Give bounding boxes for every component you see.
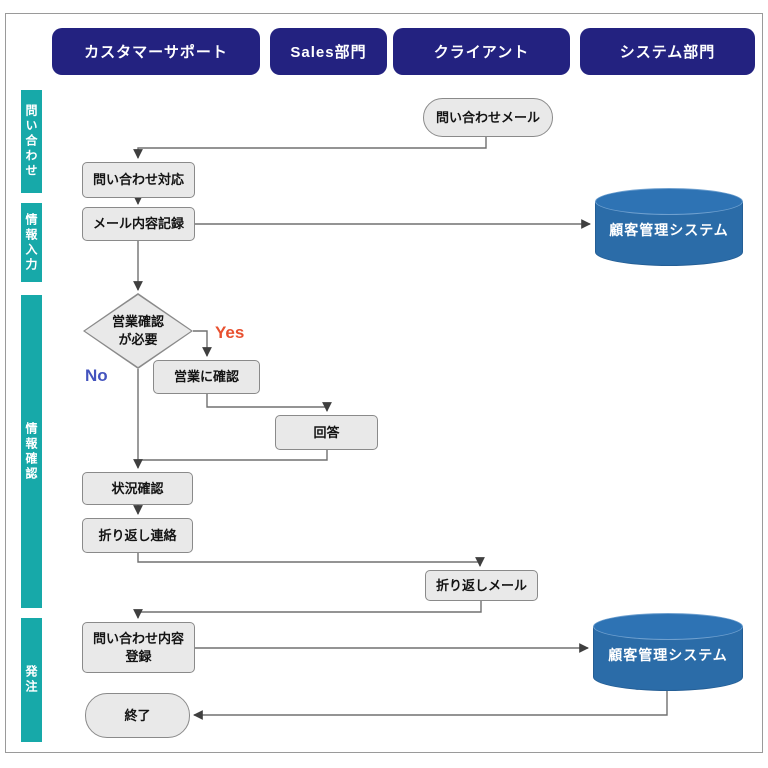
lane-header-client: クライアント [393,28,570,75]
phase-label: 問い合わせ [24,104,38,179]
phase-bar-info-check: 情報確認 [21,295,42,608]
node-label: 折り返しメール [435,577,527,593]
node-label: 問い合わせ対応 [92,172,184,188]
node-inquiry-register: 問い合わせ内容 登録 [82,622,195,673]
phase-label: 情報入力 [24,212,38,273]
lane-header-system: システム部門 [580,28,755,75]
node-label: 状況確認 [111,480,164,496]
node-label: 終了 [124,707,151,723]
node-label: 問い合わせメール [435,109,540,125]
node-label: 営業に確認 [173,369,239,385]
node-callback-contact: 折り返し連絡 [82,518,193,553]
node-label: 折り返し連絡 [98,527,177,543]
node-label: メール内容記録 [92,216,184,232]
phase-label: 発注 [24,665,38,695]
database-top-ellipse [593,613,743,640]
lane-header-customer-support: カスタマーサポート [52,28,260,75]
decision-sales-confirm-needed: 営業確認 が必要 [83,293,193,369]
database-label: 顧客管理システム [609,222,729,238]
decision-label-line2: が必要 [118,332,158,347]
database-crm-1: 顧客管理システム [595,188,743,266]
node-status-check: 状況確認 [82,472,193,505]
decision-label: 営業確認 が必要 [83,293,193,369]
database-label: 顧客管理システム [608,647,728,663]
phase-bar-order: 発注 [21,618,42,742]
database-crm-2: 顧客管理システム [593,613,743,691]
decision-label-line1: 営業確認 [111,314,164,330]
node-label-line1: 問い合わせ内容 [92,630,184,646]
lane-label: クライアント [433,44,530,61]
node-label: 回答 [313,424,340,440]
node-end: 終了 [85,693,190,738]
node-label-line2: 登録 [125,648,152,664]
phase-label: 情報確認 [24,421,38,482]
lane-header-sales: Sales部門 [270,28,387,75]
phase-bar-inquiry: 問い合わせ [21,90,42,193]
node-inquiry-mail: 問い合わせメール [423,98,553,137]
branch-label-no: No [85,366,108,385]
lane-label: Sales部門 [290,44,367,61]
database-top-ellipse [595,188,743,215]
node-callback-mail: 折り返しメール [425,570,538,601]
node-answer: 回答 [275,415,378,450]
phase-bar-info-entry: 情報入力 [21,203,42,282]
lane-label: カスタマーサポート [84,44,228,61]
node-sales-confirm: 営業に確認 [153,360,260,394]
lane-label: システム部門 [619,44,716,61]
node-mail-record: メール内容記録 [82,207,195,241]
node-inquiry-response: 問い合わせ対応 [82,162,195,198]
branch-label-yes: Yes [215,323,245,342]
